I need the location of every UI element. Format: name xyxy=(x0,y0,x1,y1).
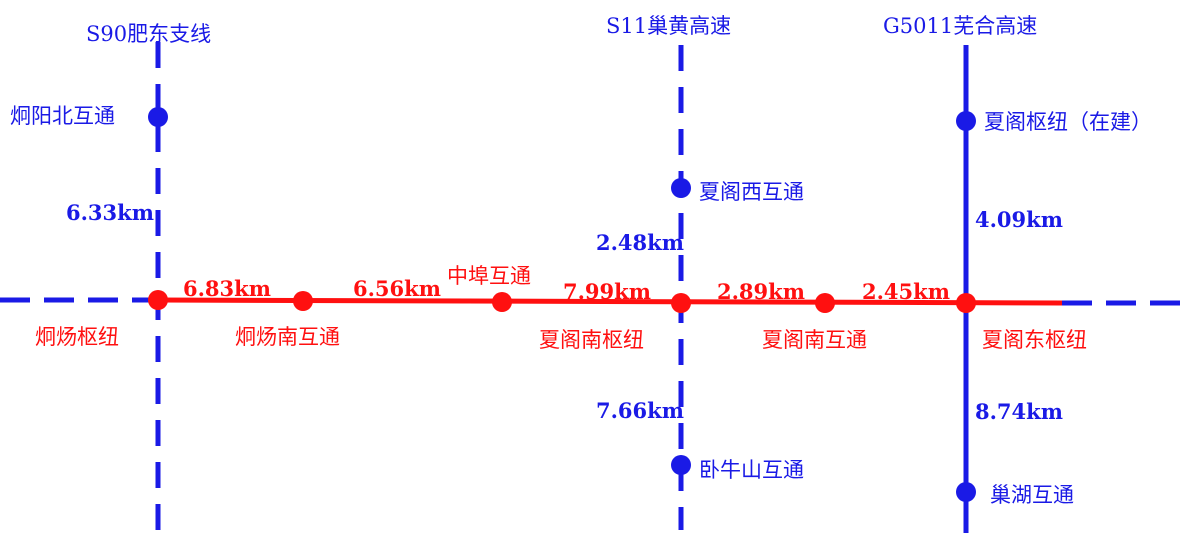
node-tongyang-south xyxy=(293,291,313,311)
highway-label-s11: S11巢黄高速 xyxy=(606,14,732,38)
station-label-xiage-south-hub: 夏阁南枢纽 xyxy=(539,328,644,352)
distance-main-1: 6.83km xyxy=(183,276,271,301)
station-label-zhonghan: 中埠互通 xyxy=(447,264,531,288)
node-xiage-south-hub xyxy=(671,293,691,313)
distance-main-3: 7.99km xyxy=(563,279,651,304)
highway-label-s90: S90肥东支线 xyxy=(86,22,212,46)
node-woniushan xyxy=(671,455,691,475)
station-label-woniushan: 卧牛山互通 xyxy=(699,458,804,482)
distance-main-2: 6.56km xyxy=(353,276,441,301)
station-label-xiage-west: 夏阁西互通 xyxy=(699,180,804,204)
station-label-tongyang-hub: 炯炀枢纽 xyxy=(35,325,119,349)
node-zhonghan xyxy=(492,292,512,312)
highway-label-g5011: G5011芜合高速 xyxy=(883,14,1038,38)
node-xiage-hub-construction xyxy=(956,111,976,131)
node-chaohu xyxy=(956,482,976,502)
node-xiage-west xyxy=(671,178,691,198)
station-label-xiage-east-hub: 夏阁东枢纽 xyxy=(982,328,1087,352)
distance-s11-south: 7.66km xyxy=(596,398,684,423)
node-xiage-east-hub xyxy=(956,293,976,313)
station-label-tongyang-south: 炯炀南互通 xyxy=(235,325,340,349)
distance-g5011-north: 4.09km xyxy=(975,207,1063,232)
distance-main-4: 2.89km xyxy=(717,279,805,304)
distance-s11-north: 2.48km xyxy=(596,230,684,255)
node-tongyang-north xyxy=(148,107,168,127)
station-label-chaohu: 巢湖互通 xyxy=(990,483,1074,507)
station-label-xiage-south: 夏阁南互通 xyxy=(762,328,867,352)
station-label-tongyang-north: 炯阳北互通 xyxy=(10,104,115,128)
distance-main-5: 2.45km xyxy=(862,279,950,304)
node-xiage-south xyxy=(815,293,835,313)
distance-g5011-south: 8.74km xyxy=(975,399,1063,424)
station-label-xiage-hub-construction: 夏阁枢纽（在建） xyxy=(984,110,1152,134)
distance-s90-north: 6.33km xyxy=(66,200,154,225)
node-tongyang-hub xyxy=(148,290,168,310)
